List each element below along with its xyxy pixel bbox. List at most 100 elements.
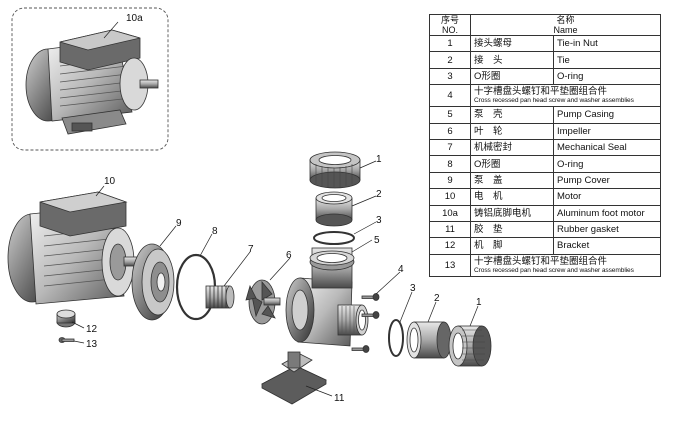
- row-no: 1: [429, 34, 471, 53]
- row-no: 7: [429, 138, 471, 157]
- row-name-en: Mechanical Seal: [553, 138, 661, 157]
- callout-4: 4: [398, 264, 404, 275]
- callout-7: 7: [248, 244, 254, 255]
- tie-right: [406, 321, 452, 359]
- row-name-en: Tie: [553, 51, 661, 69]
- legend-header-row: 序号 NO. 名称 Name: [429, 14, 661, 36]
- row-name-combined: 十字槽盘头螺钉和平垫圈组合件 Cross recessed pan head s…: [470, 253, 661, 277]
- callout-3-right: 3: [410, 283, 416, 294]
- row-no: 10: [429, 188, 471, 206]
- impeller: [245, 279, 281, 325]
- mechanical-seal: [205, 285, 235, 309]
- table-row: 11 胶 垫 Rubber gasket: [429, 220, 661, 239]
- row-name-cn: 接头螺母: [470, 34, 554, 53]
- row-name-cn: 叶 轮: [470, 122, 554, 140]
- table-row: 2 接 头 Tie: [429, 51, 661, 69]
- row-no: 2: [429, 51, 471, 69]
- header-name-cn: 名称: [556, 15, 575, 25]
- callout-6: 6: [286, 250, 292, 261]
- table-row: 3 O形圈 O-ring: [429, 67, 661, 86]
- header-no-cn: 序号: [440, 15, 459, 25]
- callout-10a: 10a: [126, 13, 143, 24]
- row-name-cn: 机 脚: [470, 237, 554, 255]
- motor: [7, 191, 147, 305]
- row-no: 6: [429, 122, 471, 140]
- table-row: 8 O形圈 O-ring: [429, 155, 661, 173]
- row-name-en: Pump Cover: [553, 171, 661, 190]
- table-row: 10 电 机 Motor: [429, 188, 661, 206]
- callout-5: 5: [374, 235, 380, 246]
- callout-8: 8: [212, 226, 218, 237]
- row-name-cn: O形圈: [470, 155, 554, 173]
- row-name-en: Motor: [553, 188, 661, 206]
- row-name-cn: 电 机: [470, 188, 554, 206]
- row-name-en: Bracket: [553, 237, 661, 255]
- row-name-cn: 十字槽盘头螺钉和平垫圈组合件: [474, 86, 608, 98]
- row-name-en: Cross recessed pan head screw and washer…: [474, 266, 634, 274]
- row-no: 8: [429, 155, 471, 173]
- table-row: 6 叶 轮 Impeller: [429, 122, 661, 140]
- o-ring-top: [313, 231, 355, 245]
- row-name-cn: 泵 壳: [470, 106, 554, 124]
- callout-9: 9: [176, 218, 182, 229]
- aluminum-foot-motor: [25, 29, 159, 135]
- screw-13: [58, 337, 75, 343]
- table-row: 13 十字槽盘头螺钉和平垫圈组合件 Cross recessed pan hea…: [429, 253, 661, 277]
- table-row: 4 十字槽盘头螺钉和平垫圈组合件 Cross recessed pan head…: [429, 84, 661, 108]
- rubber-gasket: [261, 351, 327, 405]
- screws-4: [351, 293, 380, 353]
- row-name-en: O-ring: [553, 155, 661, 173]
- table-row: 12 机 脚 Bracket: [429, 237, 661, 255]
- callout-13: 13: [86, 339, 98, 350]
- callout-10: 10: [104, 176, 116, 187]
- callout-3-top: 3: [376, 215, 382, 226]
- callout-2-right: 2: [434, 293, 440, 304]
- header-name-en: Name: [553, 25, 578, 35]
- row-no: 3: [429, 67, 471, 86]
- row-name-cn: 胶 垫: [470, 220, 554, 239]
- row-no: 13: [429, 253, 471, 277]
- callout-2-top: 2: [376, 189, 382, 200]
- row-name-en: Pump Casing: [553, 106, 661, 124]
- callout-1-top: 1: [376, 154, 382, 165]
- row-no: 10a: [429, 204, 471, 222]
- callout-11: 11: [334, 393, 345, 404]
- row-name-en: Aluminum foot motor: [553, 204, 661, 222]
- row-name-en: Cross recessed pan head screw and washer…: [474, 97, 634, 105]
- tie-top: [315, 191, 353, 227]
- table-row: 9 泵 盖 Pump Cover: [429, 171, 661, 190]
- row-name-cn: 接 头: [470, 51, 554, 69]
- callout-12: 12: [86, 324, 98, 335]
- inset-10a: [11, 7, 169, 151]
- row-no: 9: [429, 171, 471, 190]
- row-name-en: Tie-in Nut: [553, 34, 661, 53]
- parts-legend-table: 序号 NO. 名称 Name 1 接头螺母 Tie-in Nut 2 接 头 T…: [429, 14, 661, 277]
- table-row: 7 机械密封 Mechanical Seal: [429, 138, 661, 157]
- row-name-en: O-ring: [553, 67, 661, 86]
- row-name-cn: 机械密封: [470, 138, 554, 157]
- table-row: 5 泵 壳 Pump Casing: [429, 106, 661, 124]
- table-row: 1 接头螺母 Tie-in Nut: [429, 34, 661, 53]
- callout-1-right: 1: [476, 297, 482, 308]
- row-name-combined: 十字槽盘头螺钉和平垫圈组合件 Cross recessed pan head s…: [470, 84, 661, 108]
- legend-header-no: 序号 NO.: [429, 14, 471, 36]
- row-no: 5: [429, 106, 471, 124]
- header-no-en: NO.: [441, 25, 458, 35]
- pump-cover: [131, 243, 175, 321]
- row-name-en: Impeller: [553, 122, 661, 140]
- pump-casing: [285, 247, 369, 347]
- row-no: 4: [429, 84, 471, 108]
- row-name-cn: 泵 盖: [470, 171, 554, 190]
- row-name-cn: O形圈: [470, 67, 554, 86]
- row-name-cn: 铸铝底脚电机: [470, 204, 554, 222]
- row-no: 12: [429, 237, 471, 255]
- row-no: 11: [429, 220, 471, 239]
- leader-lines: [71, 160, 479, 397]
- row-name-en: Rubber gasket: [553, 220, 661, 239]
- tie-in-nut-right: [448, 325, 492, 367]
- bracket: [56, 309, 76, 328]
- tie-in-nut-top: [309, 151, 361, 189]
- row-name-cn: 十字槽盘头螺钉和平垫圈组合件: [474, 255, 608, 267]
- table-row: 10a 铸铝底脚电机 Aluminum foot motor: [429, 204, 661, 222]
